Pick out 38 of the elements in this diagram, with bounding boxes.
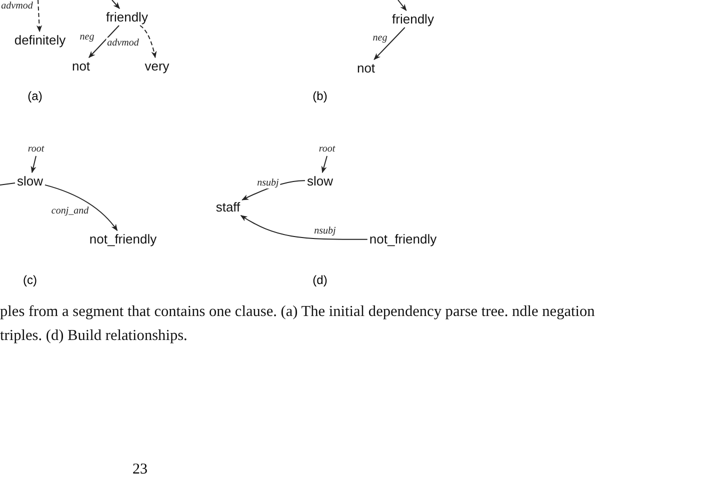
node-word: not [356, 60, 376, 76]
node-word: friendly [106, 10, 148, 24]
edge-label: nsubj [313, 226, 337, 236]
edge-label: neg [78, 32, 96, 42]
node-word: very [144, 58, 170, 74]
panel-label: (d) [312, 273, 328, 287]
node-word: slow [17, 174, 43, 188]
edge-label: conj_and [50, 206, 90, 216]
page-number: 23 [132, 462, 148, 478]
figure-caption: ples from a segment that contains one clause. (a) The initial dependency parse tree. ndle negation triples. (d) Build relationships. [0, 302, 596, 346]
node-word: friendly [392, 12, 434, 26]
node-word: staff [216, 200, 240, 214]
arrow [398, 0, 407, 12]
node-word: definitely [14, 32, 66, 48]
node-word: not_friendly [89, 232, 157, 246]
edge-label: neg [372, 32, 388, 44]
node-word: not [72, 58, 90, 74]
arrow [30, 156, 36, 174]
node-word: not_friendly [369, 232, 437, 246]
arrow [36, 0, 42, 32]
arrow [240, 215, 368, 240]
panel-label: (a) [28, 89, 42, 103]
edge-label: nsubj [256, 178, 280, 188]
arrow [112, 0, 120, 10]
edge-label: advmod [0, 0, 34, 12]
arrow [88, 25, 120, 58]
arrow [374, 27, 406, 60]
arrow [242, 180, 306, 200]
edge-label: root [26, 144, 46, 154]
edge-label: advmod [106, 38, 140, 48]
connector-line [0, 182, 16, 186]
panel-label: (b) [312, 89, 328, 103]
arrow [140, 25, 157, 58]
arrow [321, 156, 328, 174]
edge-label: root [318, 144, 336, 154]
panel-label: (c) [23, 273, 37, 287]
arrow [44, 184, 118, 232]
node-word: slow [307, 174, 333, 188]
